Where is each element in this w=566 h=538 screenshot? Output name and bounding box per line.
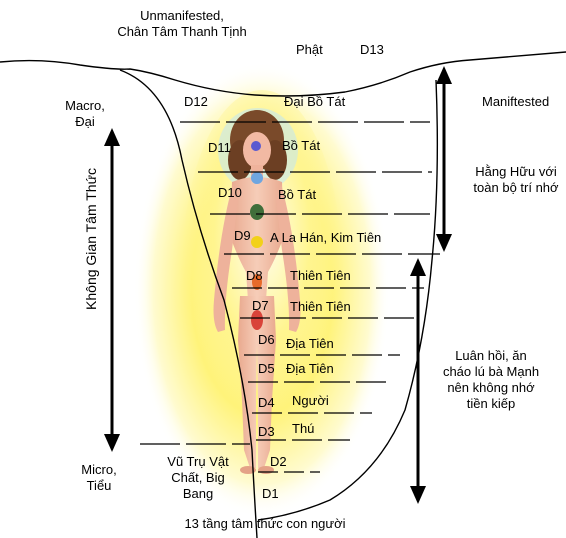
- hang-huu-line1: Hằng Hữu với: [466, 164, 566, 180]
- vu-tru-line3: Bang: [160, 486, 236, 502]
- level-d1-code: D1: [262, 486, 279, 502]
- vu-tru-line2: Chất, Big: [160, 470, 236, 486]
- right-upper-double-arrow: [436, 66, 452, 252]
- level-d2-code: D2: [270, 454, 287, 470]
- left-double-arrow: [104, 128, 120, 452]
- level-d6-name: Địa Tiên: [286, 336, 334, 352]
- luan-hoi-line1: Luân hồi, ăn: [426, 348, 556, 364]
- manifested-label: Maniftested: [482, 94, 549, 110]
- level-d10-code: D10: [218, 185, 242, 201]
- level-d5-name: Địa Tiên: [286, 361, 334, 377]
- level-d3-name: Thú: [292, 421, 314, 437]
- hang-huu-line2: toàn bộ trí nhớ: [466, 180, 566, 196]
- vu-tru-line1: Vũ Trụ Vật: [160, 454, 236, 470]
- unmanifested-line2: Chân Tâm Thanh Tịnh: [92, 24, 272, 40]
- unmanifested-label: Unmanifested, Chân Tâm Thanh Tịnh: [92, 8, 272, 40]
- level-d11-code: D11: [208, 140, 231, 156]
- micro-line2: Tiểu: [74, 478, 124, 494]
- level-d3-code: D3: [258, 424, 275, 440]
- level-d12-code: D12: [184, 94, 208, 110]
- level-d7-name: Thiên Tiên: [290, 299, 351, 315]
- level-d6-code: D6: [258, 332, 275, 348]
- micro-label: Micro, Tiểu: [74, 462, 124, 494]
- chakra-throat: [251, 172, 263, 184]
- level-d9-code: D9: [234, 228, 251, 244]
- level-d7-code: D7: [252, 298, 269, 314]
- level-d8-code: D8: [246, 268, 263, 284]
- hang-huu-label: Hằng Hữu với toàn bộ trí nhớ: [466, 164, 566, 196]
- luan-hoi-line4: tiền kiếp: [426, 396, 556, 412]
- chakra-heart: [250, 204, 264, 220]
- level-d4-code: D4: [258, 395, 275, 411]
- vu-tru-label: Vũ Trụ Vật Chất, Big Bang: [160, 454, 236, 502]
- chakra-crown: [251, 141, 261, 151]
- luan-hoi-label: Luân hồi, ăn cháo lú bà Mạnh nên không n…: [426, 348, 556, 412]
- vertical-axis-label: Không Gian Tâm Thức: [83, 124, 101, 354]
- phat-label: Phật: [296, 42, 323, 58]
- chakra-solar: [251, 236, 263, 248]
- level-d11-name: Bồ Tát: [282, 138, 320, 154]
- level-d4-name: Người: [292, 393, 329, 409]
- level-d5-code: D5: [258, 361, 275, 377]
- level-d9-name: A La Hán, Kim Tiên: [270, 230, 381, 246]
- unmanifested-line1: Unmanifested,: [92, 8, 272, 24]
- luan-hoi-line2: cháo lú bà Mạnh: [426, 364, 556, 380]
- level-d12-name: Đại Bồ Tát: [284, 94, 345, 110]
- d13-label: D13: [360, 42, 384, 58]
- macro-line1: Macro,: [60, 98, 110, 114]
- level-d8-name: Thiên Tiên: [290, 268, 351, 284]
- micro-line1: Micro,: [74, 462, 124, 478]
- level-d10-name: Bồ Tát: [278, 187, 316, 203]
- luan-hoi-line3: nên không nhớ: [426, 380, 556, 396]
- caption: 13 tầng tâm thức con người: [150, 516, 380, 532]
